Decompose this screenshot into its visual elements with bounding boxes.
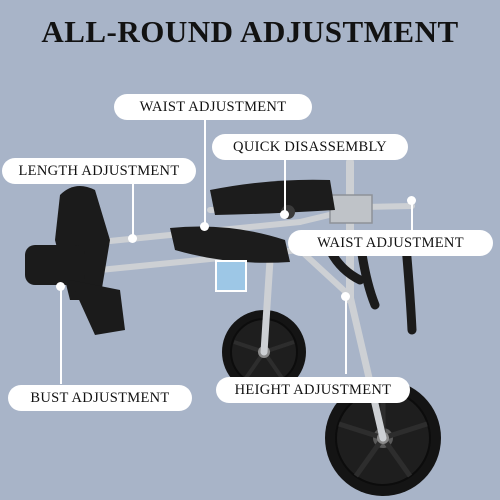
saddle: [170, 226, 290, 263]
leader-dot-length: [128, 234, 137, 243]
leader-dot-quick-disassembly: [280, 210, 289, 219]
callout-quick-disassembly: QUICK DISASSEMBLY: [212, 134, 408, 160]
headline: ALL-ROUND ADJUSTMENT: [41, 14, 459, 49]
callout-bust-adjustment: BUST ADJUSTMENT: [8, 385, 192, 411]
leader-line-bust: [60, 286, 62, 384]
callout-length-adjustment: LENGTH ADJUSTMENT: [2, 158, 196, 184]
leader-line-height: [345, 296, 347, 374]
leader-line-quick-disassembly: [284, 158, 286, 216]
leader-dot-waist-top: [200, 222, 209, 231]
leader-line-length: [132, 184, 134, 240]
rear-saddle: [210, 179, 335, 215]
leader-dot-bust: [56, 282, 65, 291]
leader-dot-waist-right: [407, 196, 416, 205]
callout-waist-adjustment-top: WAIST ADJUSTMENT: [114, 94, 312, 120]
leader-dot-height: [341, 292, 350, 301]
leader-line-waist-top: [204, 118, 206, 228]
frame-clamp: [329, 194, 373, 224]
leader-line-waist-right: [411, 200, 413, 232]
front-harness: [25, 186, 125, 335]
callout-height-adjustment: HEIGHT ADJUSTMENT: [216, 377, 410, 403]
callout-waist-adjustment-right: WAIST ADJUSTMENT: [288, 230, 493, 256]
brand-tag: [215, 260, 247, 292]
